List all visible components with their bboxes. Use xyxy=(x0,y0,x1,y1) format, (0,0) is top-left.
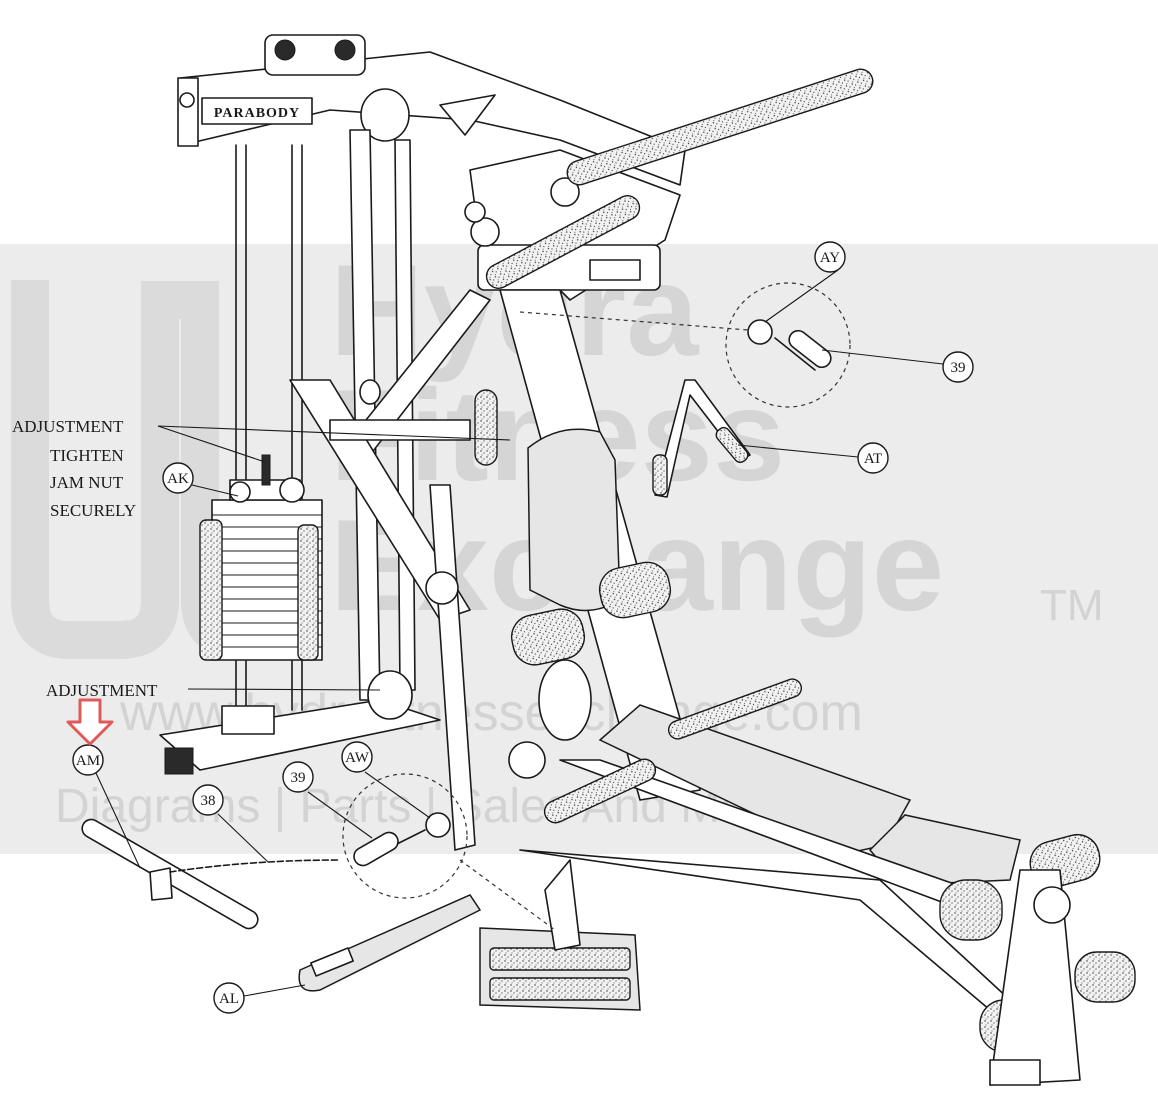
accessory-v-bar-at xyxy=(652,379,751,498)
callout-ak-label: AK xyxy=(167,471,189,487)
accessory-cable-aw xyxy=(342,773,556,931)
callout-38-label: 38 xyxy=(201,793,216,809)
callout-aw: AW xyxy=(341,741,373,773)
callout-39-right-label: 39 xyxy=(951,360,966,376)
top-arm-end xyxy=(177,77,199,147)
tower-plate xyxy=(589,259,641,281)
callout-am: AM xyxy=(72,744,104,776)
note-adjustment-top: ADJUSTMENT xyxy=(12,417,124,436)
callout-at-label: AT xyxy=(864,451,882,467)
accessory-straight-bar-am xyxy=(81,818,341,930)
callout-ay: AY xyxy=(814,241,846,273)
callout-39-left: 39 xyxy=(282,761,314,793)
callout-39-left-label: 39 xyxy=(291,770,306,786)
note-tighten-line2: JAM NUT xyxy=(50,473,124,492)
gym-frame: PARABODY xyxy=(159,34,1136,1086)
callout-al: AL xyxy=(213,982,245,1014)
weight-stack xyxy=(199,454,323,661)
callout-ak: AK xyxy=(162,462,194,494)
callout-at: AT xyxy=(857,442,889,474)
brand-logo: PARABODY xyxy=(214,106,300,121)
brand-plate xyxy=(201,97,313,125)
accessory-cable-ay xyxy=(519,282,851,408)
note-tighten-line1: TIGHTEN xyxy=(50,446,124,465)
callout-am-label: AM xyxy=(76,753,100,769)
note-tighten-line3: SECURELY xyxy=(50,501,136,520)
callout-ay-label: AY xyxy=(820,250,840,266)
callout-al-label: AL xyxy=(219,991,239,1007)
accessory-ankle-strap-al xyxy=(298,894,482,992)
callout-38: 38 xyxy=(192,784,224,816)
callout-aw-label: AW xyxy=(345,750,370,766)
highlight-arrow-icon xyxy=(66,698,114,746)
lat-bar-grip xyxy=(566,68,874,186)
watermark-tm: TM xyxy=(1040,581,1104,630)
note-adjustment-bottom: ADJUSTMENT xyxy=(46,681,158,700)
leader-lines xyxy=(95,269,944,997)
callout-39-right: 39 xyxy=(942,351,974,383)
